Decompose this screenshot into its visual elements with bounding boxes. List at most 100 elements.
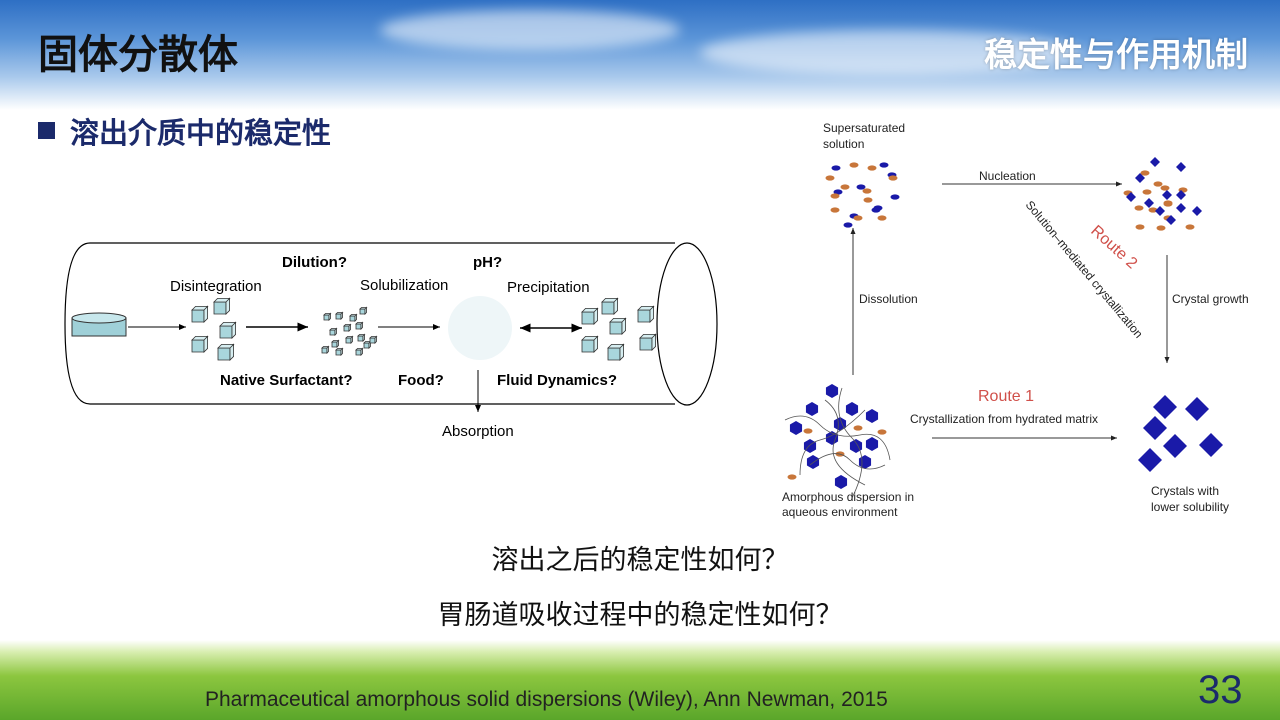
fine-particle-cube bbox=[323, 312, 332, 321]
fine-particle-cube bbox=[321, 347, 328, 354]
drug-particle-cube bbox=[219, 321, 237, 339]
label-absorption: Absorption bbox=[442, 423, 514, 440]
polymer-chain bbox=[824, 399, 866, 486]
label-solubilization: Solubilization bbox=[360, 277, 448, 294]
drug-particle-cube bbox=[217, 343, 235, 361]
fine-particle-cube bbox=[335, 347, 344, 356]
page-number: 33 bbox=[1198, 668, 1243, 712]
fine-particle-cube bbox=[335, 313, 342, 320]
polymer-molecule bbox=[1142, 189, 1152, 195]
fine-particle-cube bbox=[343, 325, 350, 332]
polymer-molecule bbox=[1160, 185, 1170, 191]
large-crystal bbox=[1153, 395, 1177, 419]
label-fluid-dynamics: Fluid Dynamics? bbox=[497, 372, 617, 389]
drug-particle-cube bbox=[213, 297, 231, 315]
question-2: 胃肠道吸收过程中的稳定性如何？ bbox=[437, 600, 843, 631]
precipitate-cube bbox=[637, 305, 655, 323]
precipitate-cube bbox=[609, 321, 623, 335]
polymer-molecule bbox=[787, 474, 797, 480]
drug-particle-cube bbox=[191, 305, 209, 323]
label-crystals: Crystals with bbox=[1151, 484, 1219, 498]
amorphous-drug-hexagon bbox=[845, 402, 859, 416]
polymer-molecule bbox=[863, 197, 873, 203]
fine-particle-cube bbox=[321, 345, 330, 354]
drug-molecule bbox=[833, 189, 843, 195]
fine-particle-cube bbox=[357, 333, 366, 342]
nucleus-crystal bbox=[1155, 206, 1165, 216]
drug-molecule bbox=[871, 207, 881, 213]
fine-particle-cube bbox=[369, 337, 376, 344]
nucleus-crystal bbox=[1176, 162, 1186, 172]
fine-particle-cube bbox=[329, 327, 338, 336]
fine-particle-cube bbox=[355, 323, 362, 330]
large-crystal bbox=[1138, 448, 1162, 472]
polymer-molecule bbox=[853, 215, 863, 221]
polymer-molecule bbox=[1140, 170, 1150, 176]
polymer-molecule bbox=[1185, 224, 1195, 230]
nucleus-crystal bbox=[1162, 190, 1172, 200]
polymer-chain bbox=[784, 415, 891, 461]
nucleus-crystal bbox=[1192, 206, 1202, 216]
bullet-square-icon bbox=[38, 122, 55, 139]
fine-particle-cube bbox=[355, 347, 364, 356]
label-dissolution: Dissolution bbox=[859, 292, 918, 306]
precipitate-cube bbox=[637, 309, 651, 323]
nucleus-crystal bbox=[1176, 190, 1186, 200]
label-crystal-growth: Crystal growth bbox=[1172, 292, 1249, 306]
label-nucleation: Nucleation bbox=[979, 169, 1036, 183]
drug-particle-cube bbox=[191, 309, 205, 323]
nucleus-crystal bbox=[1126, 192, 1136, 202]
nucleus-crystal bbox=[1176, 203, 1186, 213]
drug-molecule bbox=[843, 222, 853, 228]
solubilized-cloud bbox=[448, 296, 512, 360]
precipitate-cube bbox=[601, 301, 615, 315]
polymer-molecule bbox=[830, 207, 840, 213]
drug-particle-cube bbox=[213, 301, 227, 315]
large-crystal bbox=[1143, 416, 1167, 440]
amorphous-drug-hexagon bbox=[789, 421, 803, 435]
fine-particle-cube bbox=[349, 315, 356, 322]
amorphous-drug-hexagon bbox=[865, 409, 879, 423]
fine-particle-cube bbox=[355, 321, 364, 330]
amorphous-drug-hexagon bbox=[865, 437, 879, 451]
citation: Pharmaceutical amorphous solid dispersio… bbox=[205, 688, 888, 711]
cloud-decoration bbox=[380, 10, 680, 50]
polymer-molecule bbox=[862, 188, 872, 194]
label-route1: Route 1 bbox=[978, 388, 1034, 405]
drug-particle-cube bbox=[191, 335, 209, 353]
polymer-molecule bbox=[1134, 205, 1144, 211]
fine-particle-cube bbox=[345, 337, 352, 344]
label-lower-solubility: lower solubility bbox=[1151, 500, 1229, 514]
polymer-chain bbox=[799, 409, 866, 476]
nucleus-crystal bbox=[1144, 198, 1154, 208]
fine-particle-cube bbox=[369, 335, 378, 344]
polymer-molecule bbox=[1148, 207, 1158, 213]
fine-particle-cube bbox=[363, 342, 370, 349]
fine-particle-cube bbox=[331, 341, 338, 348]
fine-particle-cube bbox=[359, 306, 368, 315]
drug-molecule bbox=[890, 194, 900, 200]
drug-particle-cube bbox=[217, 347, 231, 361]
precipitate-cube bbox=[581, 339, 595, 353]
label-amorphous: Amorphous dispersion in bbox=[782, 490, 914, 504]
fine-particle-cube bbox=[355, 349, 362, 356]
drug-particle-cube bbox=[219, 325, 233, 339]
amorphous-drug-hexagon bbox=[834, 475, 848, 489]
fine-particle-cube bbox=[335, 311, 344, 320]
amorphous-drug-hexagon bbox=[803, 439, 817, 453]
large-crystal bbox=[1199, 433, 1223, 457]
precipitate-cube bbox=[581, 335, 599, 353]
polymer-molecule bbox=[849, 162, 859, 168]
drug-molecule bbox=[831, 165, 841, 171]
label-supersaturated: Supersaturated bbox=[823, 121, 905, 135]
label-crystallization-matrix: Crystallization from hydrated matrix bbox=[910, 412, 1098, 426]
fine-particle-cube bbox=[349, 313, 358, 322]
tablet-icon bbox=[71, 312, 127, 337]
polymer-molecule bbox=[1156, 225, 1166, 231]
slide-title: 固体分散体 bbox=[38, 32, 238, 78]
label-food: Food? bbox=[398, 372, 444, 389]
precipitate-cube bbox=[601, 297, 619, 315]
drug-molecule bbox=[879, 162, 889, 168]
polymer-molecule bbox=[803, 428, 813, 434]
drug-molecule bbox=[856, 184, 866, 190]
